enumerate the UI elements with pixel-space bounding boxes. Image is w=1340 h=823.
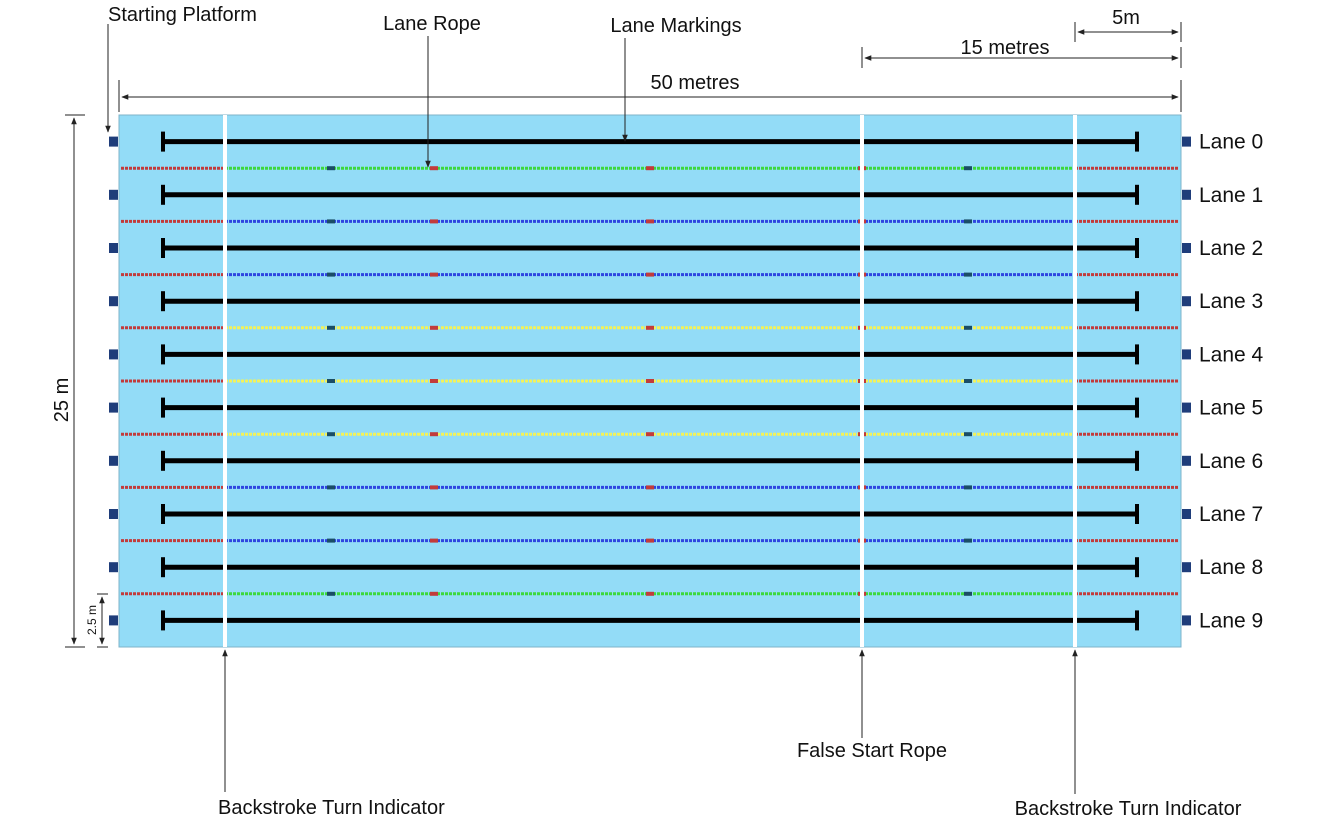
- starting-platform-2: [109, 243, 118, 253]
- lane-rope-float-6-1: [430, 485, 438, 490]
- lane-rope-float-1-1: [430, 219, 438, 224]
- lane-rope-float-8-2: [646, 591, 654, 596]
- lane-rope-float-3-0: [327, 325, 335, 330]
- lane-end-marker-1: [1182, 189, 1191, 200]
- lane-rope-float-5-0: [327, 432, 335, 437]
- lane-markings-label: Lane Markings: [610, 15, 741, 37]
- lane-rope-float-4-4: [964, 379, 972, 383]
- starting-platform-6: [109, 455, 118, 466]
- lane-labels: Lane 0 Lane 1 Lane 2 Lane 3 Lane 4 Lane 5 Lane…: [1182, 131, 1264, 632]
- lane-rope-float-7-0: [327, 538, 335, 543]
- lane-rope-float-2-4: [964, 272, 972, 277]
- lane-end-marker-7: [1182, 509, 1191, 519]
- lane-rope-float-4-1: [430, 379, 438, 383]
- lane-end-marker-8: [1182, 562, 1191, 573]
- lane-label-2: Lane 2: [1199, 237, 1263, 260]
- lane-rope-float-1-2: [646, 219, 654, 224]
- lane-end-marker-4: [1182, 349, 1191, 360]
- dim-2-5m-label: 2.5 m: [85, 605, 99, 635]
- starting-platform-label: Starting Platform: [108, 4, 257, 26]
- lane-rope-float-3-1: [430, 325, 438, 330]
- lane-rope-float-3-4: [964, 325, 972, 330]
- lane-rope-label: Lane Rope: [383, 13, 481, 35]
- lane-rope-float-3-2: [646, 325, 654, 330]
- starting-platform-0: [109, 136, 118, 147]
- starting-platform-4: [109, 349, 118, 360]
- lane-label-5: Lane 5: [1199, 397, 1263, 420]
- lane-rope-float-5-4: [964, 432, 972, 437]
- dim-5m-label: 5m: [1112, 7, 1140, 29]
- starting-platform-7: [109, 509, 118, 519]
- lane-rope-float-6-2: [646, 485, 654, 490]
- starting-platform-9: [109, 615, 118, 626]
- false-start-label: False Start Rope: [797, 740, 947, 762]
- lane-label-1: Lane 1: [1199, 184, 1263, 207]
- dim-50m-label: 50 metres: [651, 72, 740, 94]
- lane-rope-float-4-0: [327, 379, 335, 383]
- starting-platform-5: [109, 402, 118, 413]
- lane-rope-float-2-0: [327, 272, 335, 277]
- lane-label-6: Lane 6: [1199, 450, 1263, 473]
- lane-rope-float-8-4: [964, 591, 972, 596]
- lane-rope-float-1-4: [964, 219, 972, 224]
- lane-rope-float-8-1: [430, 591, 438, 596]
- lane-end-marker-5: [1182, 402, 1191, 413]
- lane-rope-float-4-2: [646, 379, 654, 383]
- lane-rope-float-7-2: [646, 538, 654, 543]
- lane-label-0: Lane 0: [1199, 131, 1263, 154]
- lane-label-4: Lane 4: [1199, 343, 1264, 366]
- starting-platform-3: [109, 296, 118, 307]
- lane-rope-float-5-1: [430, 432, 438, 437]
- lane-markings: [161, 131, 1139, 631]
- lane-end-marker-6: [1182, 455, 1191, 466]
- lane-rope-float-6-0: [327, 485, 335, 490]
- lane-label-8: Lane 8: [1199, 556, 1263, 579]
- lane-end-marker-0: [1182, 136, 1191, 147]
- lane-end-marker-3: [1182, 296, 1191, 307]
- dim-15m-label: 15 metres: [961, 37, 1050, 59]
- starting-platform-8: [109, 562, 118, 573]
- lane-rope-float-0-0: [327, 166, 335, 171]
- lane-rope-float-2-1: [430, 272, 438, 277]
- lane-rope-float-1-0: [327, 219, 335, 224]
- lane-rope-float-5-2: [646, 432, 654, 437]
- lane-rope-float-2-2: [646, 272, 654, 277]
- lane-rope-float-7-4: [964, 538, 972, 543]
- lane-label-3: Lane 3: [1199, 290, 1263, 313]
- lane-label-9: Lane 9: [1199, 609, 1263, 632]
- backstroke-left-label: Backstroke Turn Indicator: [218, 797, 445, 819]
- starting-platforms: [109, 136, 118, 626]
- lane-rope-float-0-2: [646, 166, 654, 171]
- turn-indicators: [223, 115, 1077, 647]
- lane-ropes: [121, 166, 1179, 596]
- lane-rope-float-6-4: [964, 485, 972, 490]
- lane-rope-float-7-1: [430, 538, 438, 543]
- starting-platform-1: [109, 189, 118, 200]
- lane-end-marker-9: [1182, 615, 1191, 626]
- backstroke-right-label: Backstroke Turn Indicator: [1015, 798, 1242, 820]
- lane-rope-float-0-1: [430, 166, 438, 171]
- lane-end-marker-2: [1182, 243, 1191, 253]
- dim-25m-label: 25 m: [51, 378, 73, 422]
- lane-rope-float-0-4: [964, 166, 972, 171]
- lane-rope-float-8-0: [327, 591, 335, 596]
- lane-label-7: Lane 7: [1199, 503, 1263, 526]
